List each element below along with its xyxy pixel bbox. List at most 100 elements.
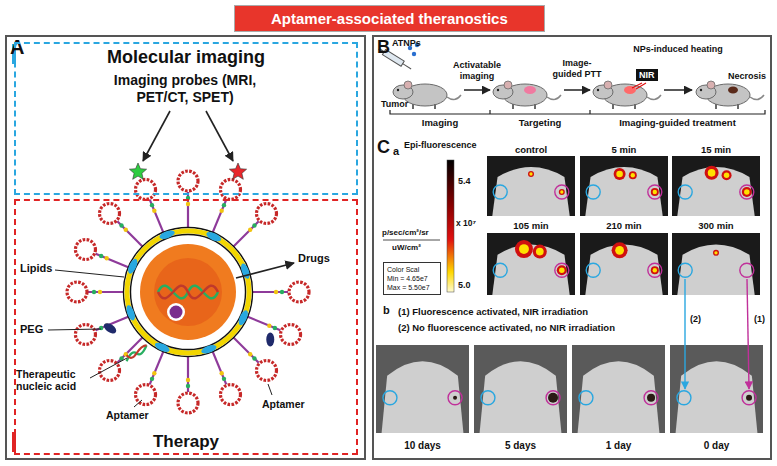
roi-circle xyxy=(546,391,560,405)
peg-stalk xyxy=(212,351,226,384)
signal-spot xyxy=(616,171,623,178)
aptamer-loop xyxy=(220,179,240,199)
base xyxy=(186,378,190,382)
part-label: Therapeutic nucleic acid xyxy=(16,368,88,392)
tumor-glow xyxy=(524,86,536,94)
bracket xyxy=(390,110,765,114)
drug-shell xyxy=(167,303,185,321)
laser-beam xyxy=(632,83,646,89)
part-label: Aptamer xyxy=(106,409,149,421)
roi-circle xyxy=(644,391,658,405)
aptamer-loop xyxy=(281,324,301,344)
roi-circle xyxy=(448,391,462,405)
phase-label: Imaging-guided treatment xyxy=(590,117,765,128)
therapy-region: Therapy xyxy=(14,199,358,455)
unit-label: p/sec/cm²/sr xyxy=(382,228,429,237)
mouse-silhouette xyxy=(492,167,569,216)
base xyxy=(248,352,252,356)
base xyxy=(219,208,223,212)
leader-arrow xyxy=(236,263,294,278)
imaging-frame xyxy=(474,345,567,433)
base xyxy=(186,202,190,206)
base xyxy=(252,356,256,360)
leader-arrow xyxy=(747,279,749,389)
roi-circle xyxy=(555,185,569,199)
mouse-figure xyxy=(493,81,561,109)
membrane-protein xyxy=(205,230,222,243)
imaging-frame xyxy=(672,156,760,216)
roi-circle xyxy=(648,185,662,199)
scale-value: x 10⁷ xyxy=(456,218,476,228)
signal-spot xyxy=(629,171,637,179)
aptamer-loop xyxy=(178,171,198,191)
peg-stalk xyxy=(150,200,164,233)
aptamer-loop xyxy=(220,385,240,405)
imaging-frame xyxy=(572,345,665,433)
base xyxy=(150,203,154,207)
leader-line xyxy=(268,384,272,395)
drug xyxy=(170,306,183,319)
signal-spot xyxy=(651,188,659,196)
signal-spot xyxy=(705,166,719,180)
nanoparticle xyxy=(412,52,416,56)
signal-spot xyxy=(708,169,716,177)
region-text: C xyxy=(377,137,390,158)
roi-circle xyxy=(648,263,662,277)
sub-panel-letter: a xyxy=(393,145,399,157)
callout-number: (2) xyxy=(690,314,701,324)
time-label: 105 min xyxy=(487,220,575,231)
shape xyxy=(403,64,411,69)
note-text: (2) No fluorescence activated, no NIR ir… xyxy=(398,322,615,333)
part-label: Lipids xyxy=(20,262,52,274)
aptamer-loop xyxy=(75,240,95,260)
imaging-frame xyxy=(487,156,575,216)
roi-circle xyxy=(742,391,756,405)
laser-label: NIR xyxy=(636,69,658,81)
agent-label: ATNPs xyxy=(392,38,421,48)
imaging-frame xyxy=(580,233,668,295)
signal-spot xyxy=(612,242,628,258)
signal-spot xyxy=(528,171,534,177)
panel-letter: Therapy xyxy=(14,432,358,452)
dna-strand xyxy=(158,286,218,299)
signal-spot xyxy=(529,172,532,175)
helix xyxy=(127,345,147,358)
signal-spot xyxy=(559,267,565,273)
base xyxy=(152,208,156,212)
base xyxy=(252,223,256,227)
scale-text: Max = 5.50e7 xyxy=(387,283,437,292)
time-label: 5 min xyxy=(580,144,668,155)
panel-box: BCColor ScalMin = 4.65e7Max = 5.50e7 xyxy=(372,35,772,460)
signal-spot xyxy=(614,168,626,180)
dna-strand xyxy=(158,286,218,299)
peg-stalk xyxy=(117,221,142,246)
base xyxy=(98,290,102,294)
necrosis-spot xyxy=(548,393,558,403)
base xyxy=(219,371,223,375)
panel-box: AMolecular imagingImaging probes (MRI, P… xyxy=(5,35,366,460)
signal-spot xyxy=(653,268,657,272)
necrosis-spot xyxy=(647,394,655,402)
phase-label: Imaging xyxy=(390,117,490,128)
signal-spot xyxy=(557,265,567,275)
leader-arrow xyxy=(684,279,685,389)
step-label: Necrosis xyxy=(728,71,766,81)
leader-arrow xyxy=(564,89,590,91)
imaging-region: Molecular imagingImaging probes (MRI, PE… xyxy=(14,42,358,195)
aptamer-loop xyxy=(100,204,120,224)
aptamer-loop xyxy=(75,324,95,344)
leader-arrow xyxy=(464,89,490,91)
base xyxy=(150,377,154,381)
base xyxy=(280,290,284,294)
base xyxy=(152,371,156,375)
time-label: 10 days xyxy=(376,440,469,451)
leader-line xyxy=(90,358,127,378)
base xyxy=(186,384,190,388)
aptamer-loop xyxy=(136,385,156,405)
signal-spot xyxy=(744,189,750,195)
signal-spot xyxy=(651,266,659,274)
note-text: (1) Fluorescence activated, NIR irradiat… xyxy=(398,306,588,317)
imaging-frame xyxy=(376,345,469,433)
signal-spot xyxy=(533,245,547,259)
